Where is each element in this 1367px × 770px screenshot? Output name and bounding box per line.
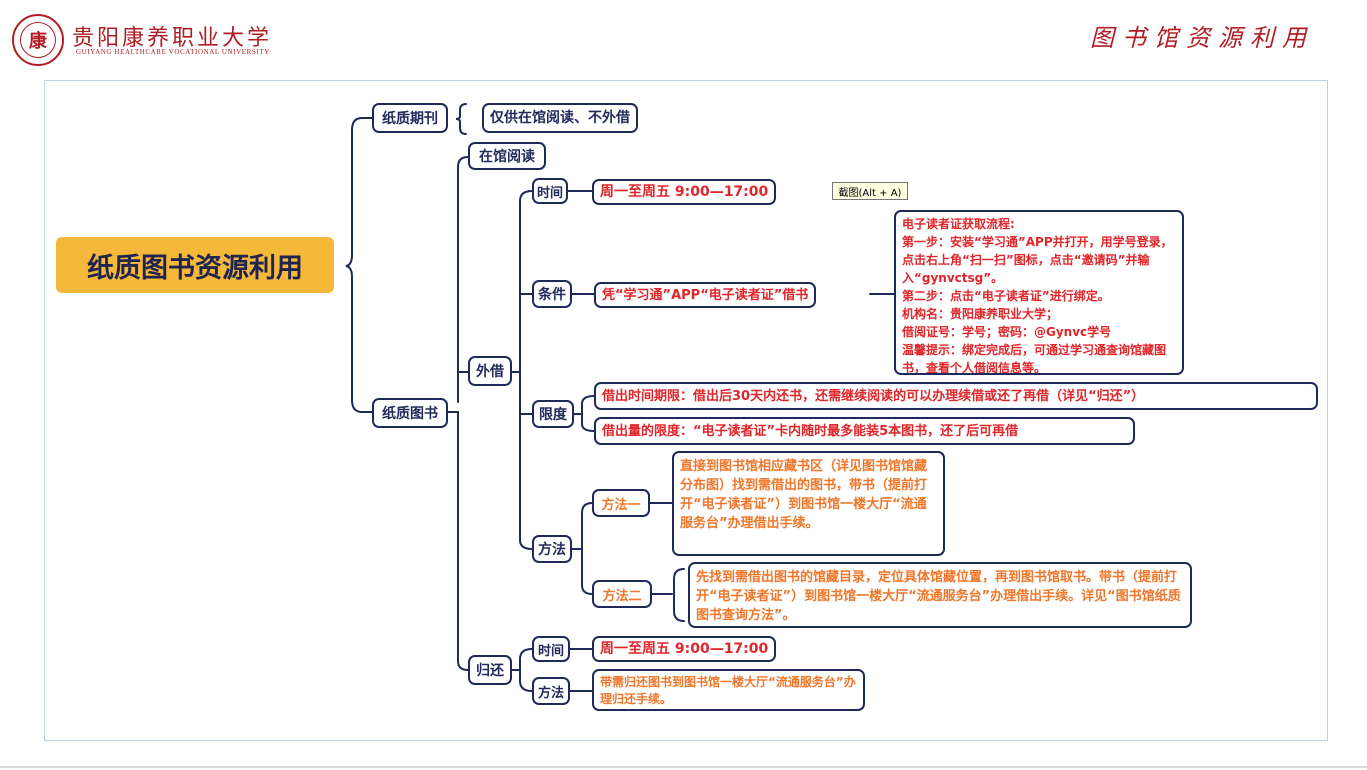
node-periodicals: 纸质期刊 [372, 103, 448, 133]
e-card-step-2: 第二步：点击“电子读者证”进行绑定。 [902, 289, 1110, 303]
method-one-text: 直接到图书馆相应藏书区（详见图书馆馆藏分布图）找到需借出的图书，带书（提前打开“… [672, 451, 945, 556]
node-in-library-reading: 在馆阅读 [468, 142, 546, 170]
borrow-time-value: 周一至周五 9:00—17:00 [592, 179, 777, 205]
node-borrow: 外借 [468, 356, 512, 386]
node-method-two: 方法二 [592, 580, 652, 608]
school-logo: 康 [12, 14, 64, 66]
method-two-text: 先找到需借出图书的馆藏目录，定位具体馆藏位置，再到图书馆取书。带书（提前打开“电… [688, 562, 1192, 628]
school-name-en: GUIYANG HEALTHCARE VOCATIONAL UNIVERSITY [76, 48, 270, 56]
divider [0, 766, 1367, 768]
logo-glyph: 康 [20, 22, 56, 58]
school-name-cn: 贵阳康养职业大学 [72, 26, 273, 51]
root-node: 纸质图书资源利用 [56, 237, 334, 293]
node-borrow-limit: 限度 [532, 400, 574, 428]
node-method-one: 方法一 [592, 489, 650, 517]
e-card-step-1: 第一步：安装“学习通”APP并打开，用学号登录，点击右上角“扫一扫”图标，点击“… [902, 235, 1173, 285]
e-card-credentials: 借阅证号：学号；密码：@Gynvc学号 [902, 325, 1112, 339]
node-borrow-condition: 条件 [532, 280, 572, 308]
borrow-limit-quantity: 借出量的限度：“电子读者证”卡内随时最多能装5本图书，还了后可再借 [594, 417, 1135, 445]
return-method-text: 带需归还图书到图书馆一楼大厅“流通服务台”办理归还手续。 [592, 669, 865, 711]
page-title: 图书馆资源利用 [1090, 24, 1314, 52]
e-card-institution: 机构名：贵阳康养职业大学； [902, 307, 1059, 321]
screenshot-tooltip: 截图(Alt + A) [832, 182, 908, 200]
node-borrow-time: 时间 [532, 178, 568, 204]
borrow-condition-value: 凭“学习通”APP“电子读者证”借书 [594, 282, 817, 308]
node-return: 归还 [468, 655, 512, 685]
periodicals-note: 仅供在馆阅读、不外借 [482, 103, 638, 133]
e-reader-card-steps: 电子读者证获取流程: 第一步：安装“学习通”APP并打开，用学号登录，点击右上角… [894, 210, 1184, 375]
node-return-method: 方法 [532, 677, 570, 705]
e-card-tip: 温馨提示：绑定完成后，可通过学习通查询馆藏图书，查看个人借阅信息等。 [902, 343, 1167, 375]
return-time-value: 周一至周五 9:00—17:00 [592, 636, 777, 662]
borrow-limit-period: 借出时间期限：借出后30天内还书，还需继续阅读的可以办理续借或还了再借（详见“归… [594, 382, 1318, 410]
e-card-step-title: 电子读者证获取流程: [902, 217, 1015, 231]
node-borrow-method: 方法 [532, 535, 572, 563]
node-return-time: 时间 [532, 636, 570, 662]
node-books: 纸质图书 [372, 398, 448, 428]
